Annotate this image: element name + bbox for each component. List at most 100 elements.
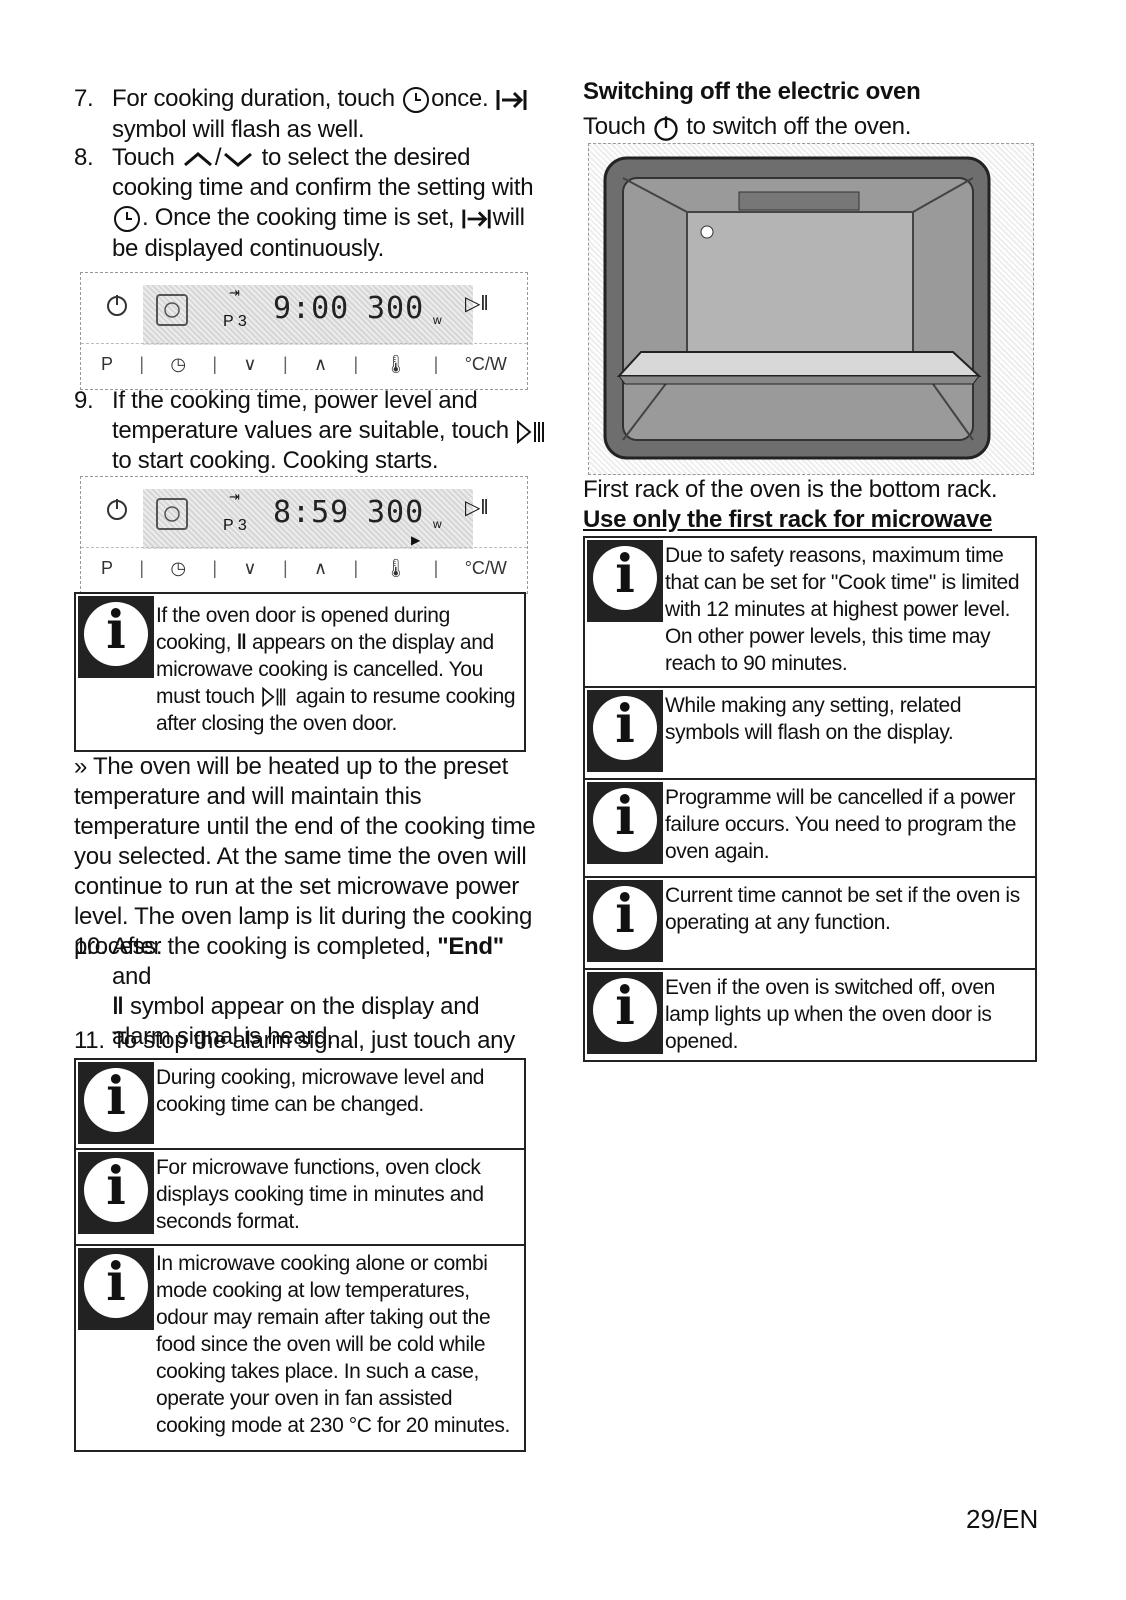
info-icon: i	[78, 596, 154, 678]
info-box-current-time: i Current time cannot be set if the oven…	[583, 876, 1037, 970]
down-icon	[224, 152, 253, 167]
instruction-text: to switch off the oven.	[686, 113, 912, 140]
instruction-text: Touch	[583, 113, 646, 140]
down-key-icon: ∨	[243, 558, 257, 578]
step-number: 10.	[74, 933, 107, 960]
step-text: symbol appear on the display and alarm s…	[112, 993, 480, 1050]
info-icon: i	[587, 880, 663, 962]
start-pause-icon: ▷‖	[465, 497, 489, 519]
info-text: Current time cannot be set if the oven i…	[665, 884, 1020, 934]
microwave-icon	[156, 294, 188, 326]
up-icon	[183, 151, 212, 166]
rack-note: First rack of the oven is the bottom rac…	[583, 475, 1033, 565]
power-unit: w	[433, 517, 442, 531]
info-text: appears on the display and microwave coo…	[156, 631, 494, 708]
rack-note-text: First rack of the oven is the bottom rac…	[583, 476, 998, 503]
info-icon: i	[587, 690, 663, 772]
pause-icon: ‖	[236, 631, 247, 654]
microwave-icon	[156, 498, 188, 530]
power-icon	[107, 499, 127, 520]
power-readout: 300	[367, 291, 425, 326]
duration-arrow-icon	[461, 209, 491, 229]
info-icon: i	[587, 782, 663, 864]
time-readout: 8:59	[273, 495, 350, 530]
info-box-door: i If the oven door is opened during cook…	[74, 592, 526, 752]
info-icon: i	[78, 1248, 154, 1330]
info-icon: i	[78, 1062, 154, 1144]
clock-key-icon: ◷	[170, 354, 187, 374]
info-box-power-failure: i Programme will be cancelled if a power…	[583, 778, 1037, 878]
page-number: 29/EN	[966, 1504, 1039, 1534]
info-text: While making any setting, related symbol…	[665, 694, 962, 744]
step-text: to select the desired cooking time and c…	[112, 144, 534, 201]
info-text: For microwave functions, oven clock disp…	[156, 1156, 484, 1233]
time-readout: 9:00	[273, 291, 350, 326]
lcd-display: P 3 ⇥ 9:00 300 w	[143, 285, 473, 345]
info-text: Programme will be cancelled if a power f…	[665, 786, 1016, 863]
step-number: 9.	[74, 387, 94, 414]
info-box-clock-format: i For microwave functions, oven clock di…	[74, 1148, 526, 1246]
clock-icon	[403, 86, 430, 113]
duration-arrow-icon	[496, 89, 527, 110]
temp-watt-key: °C/W	[464, 558, 507, 578]
duration-indicator-icon: ⇥	[229, 489, 240, 504]
thermometer-key-icon: 🌡	[384, 558, 408, 578]
info-box-cook-time-limit: i Due to safety reasons, maximum time th…	[583, 536, 1037, 688]
switch-off-instruction: Touch to switch off the oven.	[583, 113, 911, 142]
program-key: P	[101, 558, 114, 578]
oven-interior-image	[588, 143, 1034, 475]
step-text: symbol will flash as well.	[112, 115, 365, 143]
pause-icon: ‖	[112, 993, 124, 1020]
program-indicator: P 3	[223, 313, 247, 330]
program-indicator: P 3	[223, 517, 247, 534]
step-text: to start cooking. Cooking starts.	[112, 447, 439, 474]
program-key: P	[101, 354, 114, 374]
thermometer-key-icon: 🌡	[384, 354, 408, 374]
temp-watt-key: °C/W	[464, 354, 507, 374]
info-text: In microwave cooking alone or combi mode…	[156, 1252, 510, 1437]
info-text: again to resume cooking after closing th…	[156, 685, 516, 735]
info-icon: i	[587, 540, 663, 622]
end-label: "End"	[437, 933, 504, 960]
up-key-icon: ∧	[313, 354, 328, 374]
info-text: Even if the oven is switched off, oven l…	[665, 976, 995, 1053]
step-number: 7.	[74, 85, 94, 112]
step-text: and	[112, 963, 152, 990]
control-panel-display-running: P 3 ⇥ 8:59 300 w ▶ ▷‖ P | ◷ | ∨ | ∧ | 🌡 …	[80, 476, 528, 594]
start-icon	[517, 419, 545, 444]
control-panel-display: P 3 ⇥ 9:00 300 w ▷‖ P | ◷ | ∨ | ∧ | 🌡 | …	[80, 272, 528, 390]
panel-keys: P | ◷ | ∨ | ∧ | 🌡 | °C/W	[101, 558, 507, 578]
start-pause-icon: ▷‖	[465, 293, 489, 315]
step-text: If the cooking time, power level and tem…	[112, 387, 509, 444]
power-unit: w	[433, 313, 442, 327]
heating-paragraph: » The oven will be heated up to the pres…	[74, 753, 536, 960]
running-indicator-icon: ▶	[411, 533, 421, 547]
step-number: 8.	[74, 144, 94, 171]
start-icon	[262, 687, 286, 708]
step-text: once.	[431, 85, 489, 112]
info-box-change: i During cooking, microwave level and co…	[74, 1058, 526, 1150]
info-text: Due to safety reasons, maximum time that…	[665, 544, 1020, 675]
info-text: During cooking, microwave level and cook…	[156, 1066, 484, 1116]
step-text: . Once the cooking time is set,	[142, 204, 455, 231]
info-icon: i	[587, 972, 663, 1054]
clock-key-icon: ◷	[170, 558, 187, 578]
step-number: 11.	[74, 1027, 105, 1054]
section-heading: Switching off the electric oven	[583, 78, 921, 105]
info-box-odour: i In microwave cooking alone or combi mo…	[74, 1244, 526, 1452]
oven-illustration	[603, 156, 991, 460]
duration-indicator-icon: ⇥	[229, 285, 240, 300]
power-icon	[107, 295, 127, 316]
lcd-display: P 3 ⇥ 8:59 300 w ▶	[143, 489, 473, 549]
clock-icon	[114, 205, 140, 232]
info-box-flash: i While making any setting, related symb…	[583, 686, 1037, 780]
info-icon: i	[78, 1152, 154, 1234]
down-key-icon: ∨	[243, 354, 257, 374]
step-text: Touch	[112, 144, 175, 171]
info-text: If the oven door is opened during cookin…	[156, 604, 450, 654]
step-text: will be displayed continuously.	[112, 204, 525, 262]
power-icon	[654, 115, 678, 141]
step-text: After the cooking is completed,	[112, 933, 431, 960]
panel-keys: P | ◷ | ∨ | ∧ | 🌡 | °C/W	[101, 354, 507, 374]
power-readout: 300	[367, 495, 425, 530]
